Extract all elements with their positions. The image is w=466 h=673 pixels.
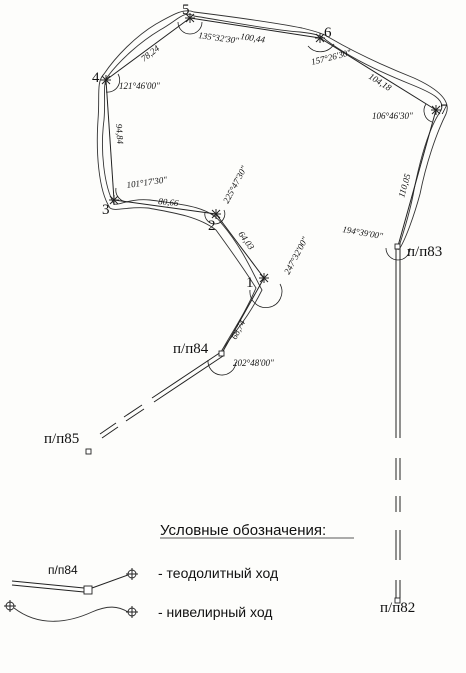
theodolite-traverse (99, 17, 437, 598)
angle-label-pp84: 202°48'00" (233, 358, 274, 368)
angle-label-6: 157°26'30" (310, 47, 352, 67)
angle-label-7: 106°46'30" (372, 111, 413, 121)
angle-label-3: 101°17'30" (126, 174, 168, 190)
legend-title: Условные обозначения: (160, 522, 326, 539)
station-label-3: 3 (102, 202, 110, 218)
station-label-2: 2 (208, 218, 216, 234)
angle-arcs (105, 21, 433, 376)
legend: Условные обозначения: п/п84 - теодолитны… (4, 522, 354, 622)
distance-label-3-4: 94,84 (114, 123, 125, 144)
distance-label-pp84-1: 68,74 (229, 318, 248, 341)
station-label-4: 4 (92, 70, 100, 86)
station-label-pp84: п/п84 (173, 341, 209, 357)
angle-label-pp83: 194°39'00" (342, 224, 384, 241)
distance-label-5-6: 100,44 (240, 31, 267, 45)
distance-label-2-3: 80,66 (158, 196, 180, 208)
station-label-5: 5 (182, 2, 190, 18)
legend-station-square-icon (83, 585, 93, 595)
distance-label-7-pp83: 110,05 (396, 172, 412, 198)
distance-label-4-5: 78,24 (139, 43, 162, 64)
distance-label-6-7: 104,18 (367, 71, 394, 93)
angle-label-5: 135°32'30" (198, 30, 240, 46)
legend-leveling-label: - нивелирный ход (158, 604, 272, 620)
station-label-pp85: п/п85 (44, 431, 79, 447)
station-label-1: 1 (246, 275, 254, 291)
station-label-pp82: п/п82 (380, 600, 415, 616)
leveling-line-inner (96, 10, 448, 357)
legend-station-sample: п/п84 (48, 563, 78, 577)
station-label-6: 6 (324, 25, 332, 41)
angle-label-4: 121°46'00" (119, 81, 160, 91)
station-label-7: 7 (440, 102, 448, 118)
angle-label-2: 225°47'30" (221, 164, 249, 205)
station-label-pp83: п/п83 (407, 244, 442, 260)
legend-theodolite-label: - теодолитный ход (158, 565, 278, 581)
station-markers (85, 13, 441, 604)
angle-label-1: 247°32'00" (282, 235, 310, 276)
